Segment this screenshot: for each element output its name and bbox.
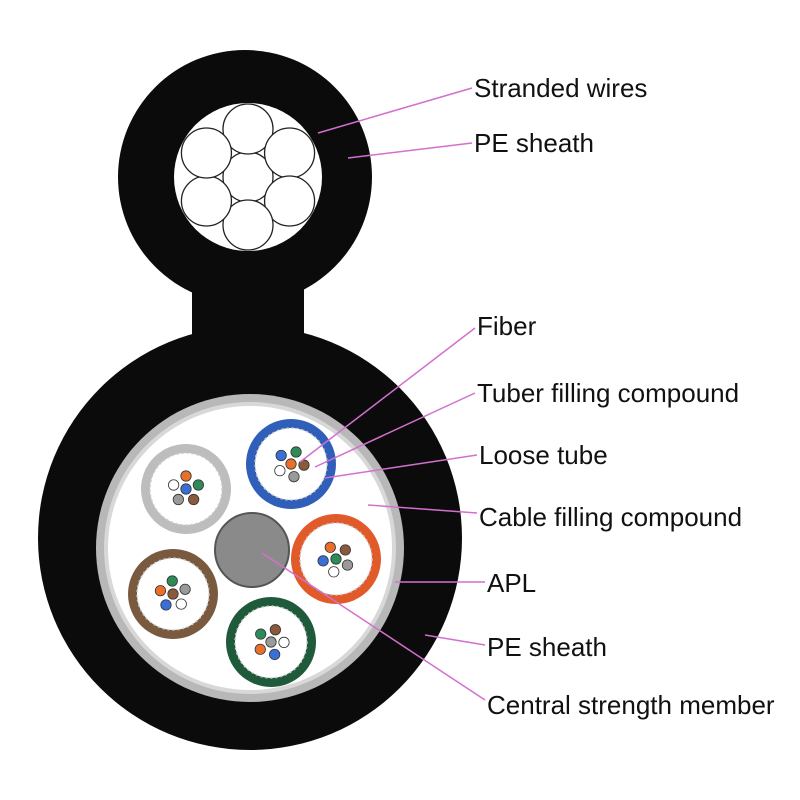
leader-line: [314, 392, 476, 468]
fiber: [192, 479, 204, 491]
fiber: [285, 458, 297, 470]
label-stranded-wires: Stranded wires: [474, 73, 648, 103]
fiber: [188, 493, 200, 506]
leader-line: [347, 142, 473, 159]
fiber: [179, 583, 191, 595]
leader-line: [424, 634, 486, 646]
fiber: [269, 648, 281, 661]
leader-line: [261, 552, 486, 701]
label-pe-sheath-bottom: PE sheath: [487, 632, 607, 662]
fiber: [168, 479, 180, 491]
stranded-wires: [174, 103, 322, 251]
fiber: [255, 628, 267, 640]
fiber: [330, 553, 342, 565]
fiber: [160, 599, 172, 611]
leader-line: [317, 87, 473, 134]
tube-inner-edge: [136, 557, 210, 631]
loose-tube: [128, 549, 218, 639]
label-fiber: Fiber: [477, 311, 537, 341]
label-central-strength-member: Central strength member: [487, 690, 775, 720]
loose-tube: [291, 514, 381, 604]
fiber: [166, 575, 178, 587]
leader-line: [324, 454, 478, 479]
label-apl: APL: [487, 568, 537, 598]
loose-tube: [141, 444, 231, 534]
fiber: [339, 544, 351, 556]
fiber: [324, 541, 336, 553]
tube-inner-edge: [234, 605, 308, 679]
fiber: [275, 449, 287, 462]
label-tube-filling-compound: Tuber filling compound: [477, 378, 740, 408]
fiber: [254, 643, 266, 655]
stranded-wire: [222, 103, 274, 155]
fiber: [288, 471, 300, 483]
loose-tube: [226, 597, 316, 687]
fiber: [341, 559, 354, 571]
tube-inner-edge: [299, 522, 373, 596]
label-pe-sheath-top: PE sheath: [474, 128, 594, 158]
stranded-wire: [180, 127, 233, 179]
loose-tube: [246, 419, 336, 509]
fiber: [154, 585, 167, 597]
stranded-wire: [263, 127, 316, 179]
label-cable-filling-compound: Cable filling compound: [479, 502, 743, 532]
fiber: [328, 566, 340, 578]
fiber: [269, 624, 281, 636]
stranded-wire: [180, 175, 233, 227]
fiber: [167, 588, 179, 600]
fiber: [274, 465, 286, 477]
stranded-wire: [263, 175, 316, 227]
fiber: [172, 493, 184, 506]
fiber: [290, 446, 302, 458]
tube-inner-edge: [254, 427, 328, 501]
tube-inner-edge: [149, 452, 223, 526]
label-loose-tube: Loose tube: [479, 440, 608, 470]
leader-line: [299, 327, 476, 463]
stranded-wire: [222, 199, 274, 251]
leader-line: [367, 504, 478, 514]
fiber: [278, 636, 290, 648]
fiber: [175, 598, 187, 610]
central-strength-member: [214, 512, 290, 588]
fiber: [180, 470, 192, 482]
fiber: [265, 636, 277, 648]
fiber: [180, 483, 192, 495]
fiber: [317, 555, 329, 567]
